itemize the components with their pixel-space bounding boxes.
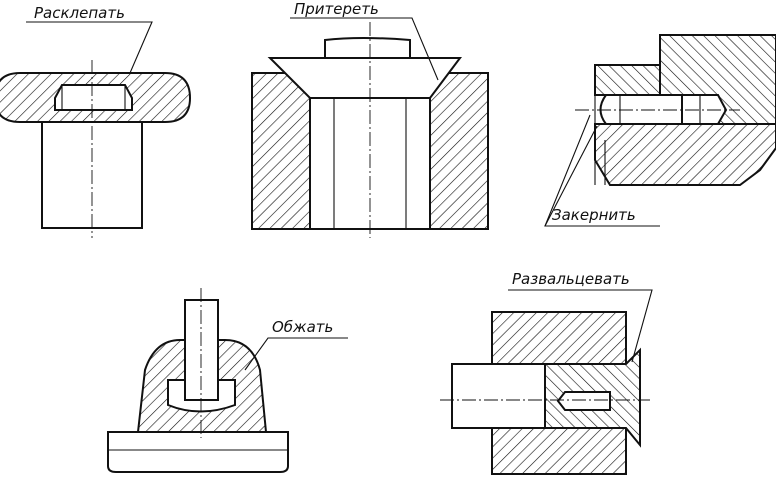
label-obzhat: Обжать [272,318,333,336]
flare-tube [451,363,546,429]
rivet-leader [26,21,153,74]
rivet-hole [54,84,133,111]
label-razvaltsevat: Развальцевать [512,270,630,288]
label-zakernit: Закернить [552,206,636,224]
flare-body-top [491,311,627,365]
body-right [429,72,489,230]
punch-lower-part [594,123,776,186]
label-rasklepat: Расклепать [34,4,125,22]
crimp-base [107,431,289,473]
label-priteret: Притереть [294,0,379,18]
valve-stem [324,37,411,59]
lapping-view: Притереть [251,0,489,238]
flare-leader [508,289,653,363]
punch-view: Закернить [544,34,776,227]
flare-view: Развальцевать [440,270,653,475]
body-left [251,72,311,230]
crimp-view: Обжать [107,288,348,473]
crimp-leader [244,337,348,371]
crimp-rod [184,299,219,401]
punch-nut [681,94,728,125]
flare-body-bottom [491,427,627,475]
flare-inner-pin [556,391,611,411]
rivet-view: Расклепать [0,4,192,238]
punch-screw [599,94,691,125]
lapping-leader [290,17,439,81]
